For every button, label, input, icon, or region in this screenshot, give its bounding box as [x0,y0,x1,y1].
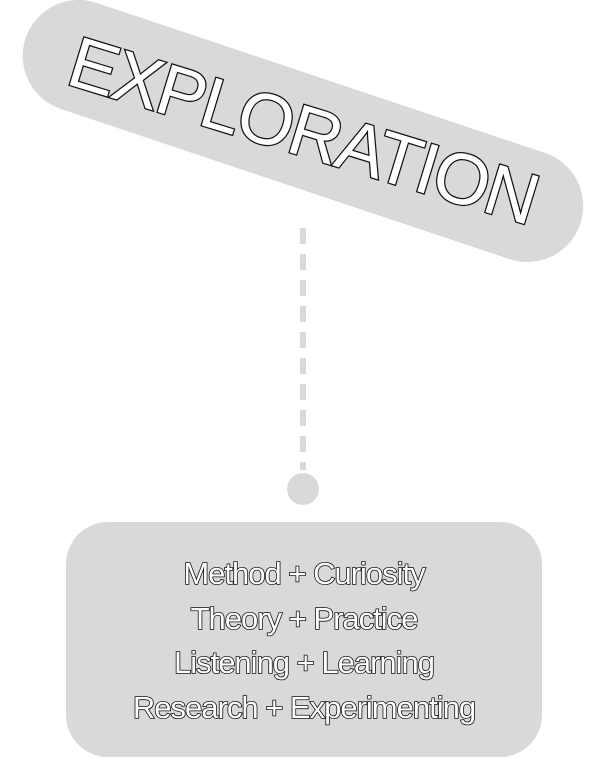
info-line-method-curiosity: Method + Curiosity [183,555,427,592]
info-box-lines: Method + Curiosity Theory + Practice Lis… [66,552,542,730]
info-line-theory-practice: Theory + Practice [190,600,419,637]
connector-dot [287,473,319,505]
info-line-research-experimenting: Research + Experimenting [132,689,477,726]
info-box [66,522,542,757]
info-line-listening-learning: Listening + Learning [173,644,436,681]
